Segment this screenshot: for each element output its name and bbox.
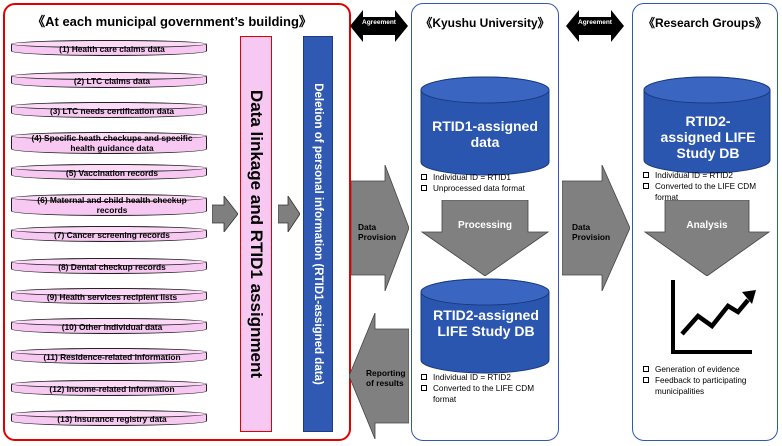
record-cylinder-top	[11, 132, 207, 140]
record-cylinder-top	[11, 102, 207, 110]
record-cylinder: (6) Maternal and child health checkup re…	[11, 194, 207, 216]
record-cylinder-top	[11, 40, 207, 48]
record-cylinder-top	[11, 318, 207, 326]
record-label: (10) Other individual data	[61, 322, 163, 332]
kyushu-panel-title: 《Kyushu University》	[420, 16, 550, 30]
record-cylinder: (7) Cancer screening records	[11, 226, 207, 242]
analysis-label: Analysis	[686, 220, 728, 231]
linkage-bar: Data linkage and RTID1 assignment	[240, 36, 272, 432]
rtid1-note-2: Unprocessed data format	[421, 183, 525, 194]
record-label: (11) Residence-related information	[43, 352, 181, 362]
record-cylinder: (2) LTC claims data	[11, 72, 207, 88]
analysis-arrow	[643, 200, 771, 276]
record-label: (5) Vaccination records	[65, 168, 159, 178]
research-db-label: RTID2-assigned LIFE Study DB	[660, 113, 756, 161]
record-cylinder: (9) Health services recipient lists	[11, 288, 207, 304]
record-cylinder-top	[11, 348, 207, 356]
record-label: (4) Specific heath checkups and specific…	[31, 133, 193, 153]
record-label: (8) Dental checkup records	[58, 262, 166, 272]
rtid1-db-cylinder	[420, 76, 550, 176]
record-label: (13) Insurance registry data	[57, 414, 167, 424]
kyushu-life-db-cylinder	[420, 278, 550, 374]
agreement-label-right: Agreement	[578, 19, 612, 26]
record-cylinder-top	[11, 258, 207, 266]
record-cylinder: (11) Residence-related information	[11, 348, 207, 364]
record-label: (6) Maternal and child health checkup re…	[37, 195, 187, 215]
processing-arrow	[420, 200, 550, 276]
record-cylinder-top	[11, 288, 207, 296]
record-cylinder-top	[11, 164, 207, 172]
research-db-cylinder	[643, 76, 771, 174]
kyushu-life-db-notes: Individual ID = RTID2 Converted to the L…	[421, 372, 545, 405]
record-cylinder: (4) Specific heath checkups and specific…	[11, 132, 207, 154]
record-cylinder: (5) Vaccination records	[11, 164, 207, 180]
record-label: (1) Health care claims data	[59, 44, 165, 54]
record-cylinder: (8) Dental checkup records	[11, 258, 207, 274]
record-cylinder: (3) LTC needs certification data	[11, 102, 207, 118]
agreement-arrow-left	[350, 10, 408, 42]
research-panel-title: 《Research Groups》	[642, 16, 768, 30]
record-label: (12) Income-related information	[49, 384, 175, 394]
deletion-bar: Deletion of personal information (RTID1-…	[303, 36, 333, 432]
record-cylinder: (13) Insurance registry data	[11, 410, 207, 426]
linkage-label: Data linkage and RTID1 assignment	[247, 89, 266, 379]
record-label: (9) Health services recipient lists	[46, 292, 178, 302]
arrow-to-linkage	[212, 196, 238, 232]
record-cylinder-top	[11, 380, 207, 388]
record-cylinder: (12) Income-related information	[11, 380, 207, 396]
kyushu-note-1: Individual ID = RTID2	[421, 372, 545, 383]
research-outcomes: Generation of evidence Feedback to parti…	[643, 364, 771, 397]
record-cylinder: (10) Other individual data	[11, 318, 207, 334]
record-cylinder: (1) Health care claims data	[11, 40, 207, 56]
record-cylinder-top	[11, 194, 207, 202]
record-label: (2) LTC claims data	[73, 76, 151, 86]
research-note-2: Converted to the LIFE CDM format	[643, 181, 769, 203]
rtid1-notes: Individual ID = RTID1 Unprocessed data f…	[421, 172, 525, 194]
rtid1-note-1: Individual ID = RTID1	[421, 172, 525, 183]
record-label: (3) LTC needs certification data	[49, 106, 175, 116]
record-cylinder-top	[11, 72, 207, 80]
rtid1-db-label: RTID1-assigned data	[432, 118, 538, 150]
data-provision-label: Data Provision	[358, 222, 397, 242]
record-cylinder-top	[11, 226, 207, 234]
kyushu-life-db-label: RTID2-assigned LIFE Study DB	[433, 307, 539, 339]
reporting-label: Reporting of results	[366, 368, 406, 388]
research-db-notes: Individual ID = RTID2 Converted to the L…	[643, 170, 769, 203]
record-cylinder-top	[11, 410, 207, 418]
outcome-2: Feedback to participating municipalities	[643, 375, 771, 397]
deletion-label: Deletion of personal information (RTID1-…	[312, 83, 324, 385]
processing-label: Processing	[458, 220, 512, 231]
trend-chart-icon	[671, 280, 756, 354]
reporting-arrow	[349, 313, 409, 439]
agreement-label-left: Agreement	[362, 19, 396, 26]
research-provision-arrow	[562, 165, 630, 291]
outcome-1: Generation of evidence	[643, 364, 771, 375]
research-note-1: Individual ID = RTID2	[643, 170, 769, 181]
kyushu-note-2: Converted to the LIFE CDM format	[421, 383, 545, 405]
research-provision-label: Data Provision	[572, 222, 611, 242]
data-provision-arrow	[351, 165, 409, 291]
arrow-to-deletion	[278, 196, 300, 232]
agreement-arrow-right	[566, 10, 624, 42]
record-label: (7) Cancer screening records	[54, 230, 170, 240]
municipal-panel-title: 《At each municipal government’s building…	[32, 14, 312, 29]
